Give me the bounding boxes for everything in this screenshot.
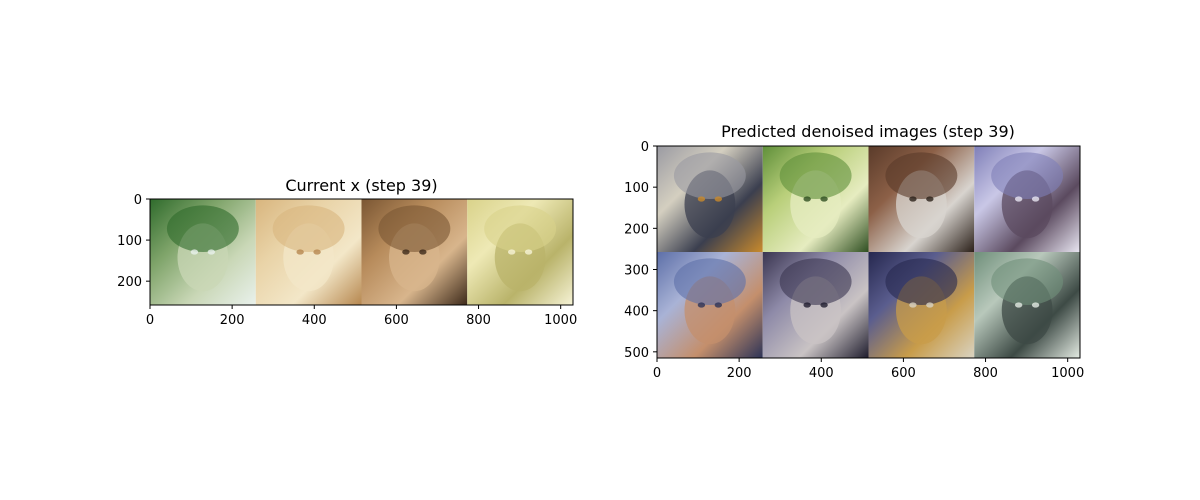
x-tick-label: 400 <box>809 366 834 381</box>
y-tick-label: 100 <box>117 234 142 249</box>
image-tile <box>361 199 468 305</box>
x-tick-label: 0 <box>653 366 661 381</box>
image-tile <box>657 146 763 252</box>
axes-frame <box>656 145 1081 359</box>
image-tile <box>974 252 1080 358</box>
image-tile <box>150 199 256 305</box>
y-tick-label: 100 <box>624 181 649 196</box>
y-tick-label: 0 <box>134 193 142 208</box>
y-tick-label: 200 <box>624 222 649 237</box>
y-tick-label: 0 <box>641 140 649 155</box>
y-tick-label: 400 <box>624 305 649 320</box>
x-axis-ticks: 0 200 400 600 800 1000 <box>653 358 1084 381</box>
x-tick-label: 0 <box>146 313 154 328</box>
image-tile <box>762 146 869 252</box>
y-axis-ticks: 0 100 200 <box>117 193 150 290</box>
axes-frame <box>149 198 574 306</box>
image-tile <box>255 199 362 305</box>
y-tick-label: 200 <box>117 275 142 290</box>
panel-current-x: Current x (step 39) 0 200 400 600 800 1000 0 1… <box>117 176 577 328</box>
x-tick-label: 600 <box>384 313 409 328</box>
y-tick-label: 300 <box>624 263 649 278</box>
x-tick-label: 1000 <box>544 313 577 328</box>
image-tile <box>868 146 975 252</box>
y-axis-ticks: 0 100 200 300 400 500 <box>624 140 657 361</box>
image-tile <box>657 252 763 358</box>
panel-predicted-denoised: Predicted denoised images (step 39) 0 200… <box>624 122 1084 381</box>
image-tile <box>762 252 869 358</box>
x-tick-label: 400 <box>302 313 327 328</box>
x-tick-label: 800 <box>466 313 491 328</box>
image-tile <box>974 146 1080 252</box>
x-tick-label: 200 <box>220 313 245 328</box>
x-axis-ticks: 0 200 400 600 800 1000 <box>146 305 577 328</box>
x-tick-label: 800 <box>973 366 998 381</box>
image-tile <box>868 252 975 358</box>
panel-title: Predicted denoised images (step 39) <box>721 122 1015 141</box>
x-tick-label: 1000 <box>1051 366 1084 381</box>
image-tile <box>467 199 573 305</box>
y-tick-label: 500 <box>624 346 649 361</box>
x-tick-label: 600 <box>891 366 916 381</box>
panel-title: Current x (step 39) <box>285 176 437 195</box>
image-grid <box>657 146 1080 358</box>
image-strip <box>150 199 573 305</box>
x-tick-label: 200 <box>727 366 752 381</box>
